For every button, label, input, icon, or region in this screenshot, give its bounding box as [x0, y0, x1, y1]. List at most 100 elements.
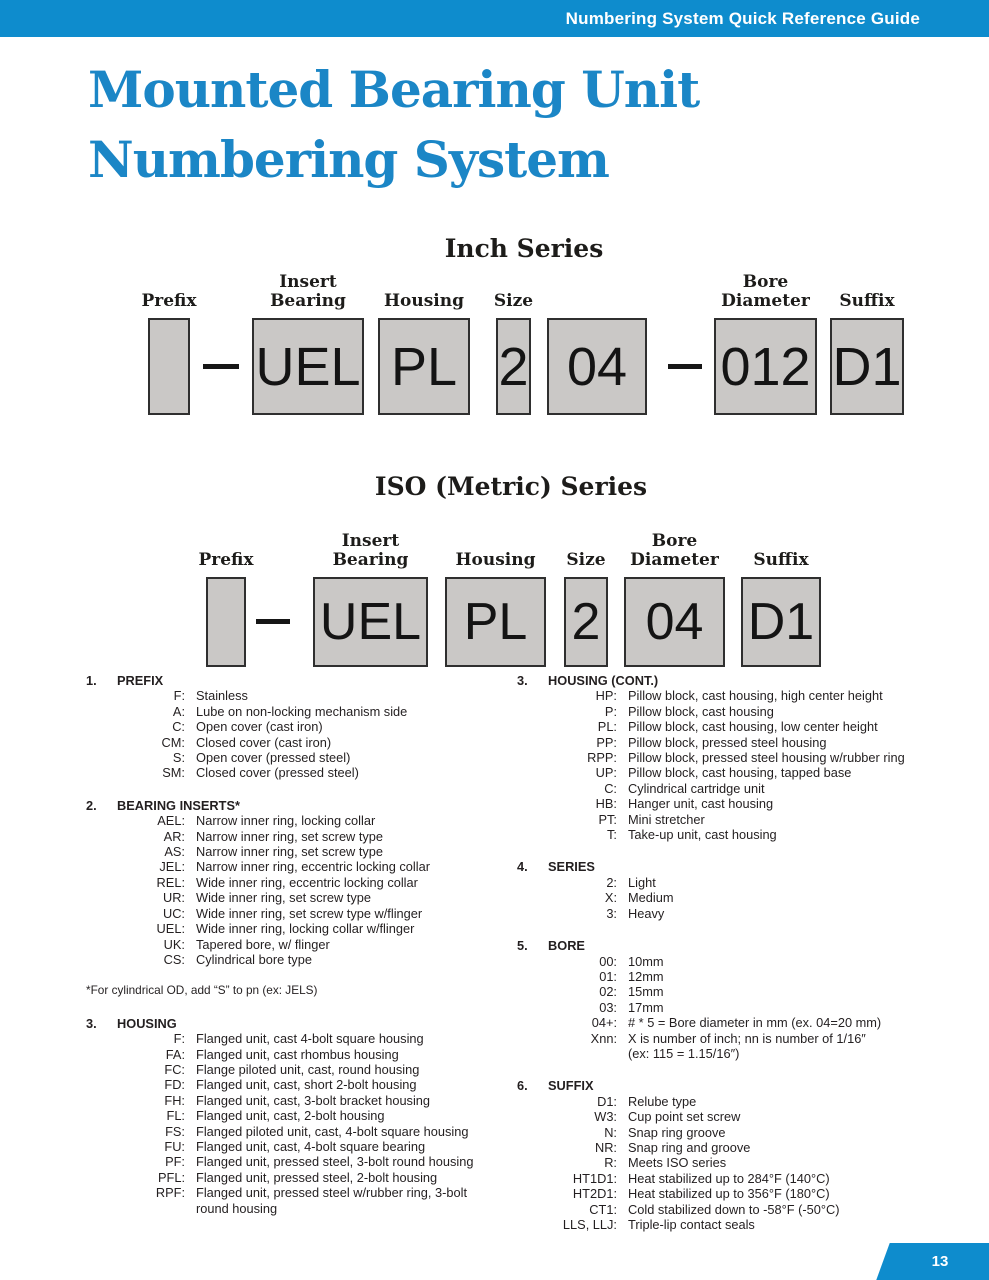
code-box: [206, 577, 246, 667]
list-item: HT1D1:Heat stabilized up to 284°F (140°C…: [517, 1171, 965, 1186]
list-item: LLS, LLJ:Triple-lip contact seals: [517, 1217, 965, 1232]
list-item: PL:Pillow block, cast housing, low cente…: [517, 719, 965, 734]
code-term: FU:: [164, 1138, 185, 1154]
definition-section: 3.HOUSING (CONT.)HP:Pillow block, cast h…: [517, 673, 965, 842]
list-item: 02:15mm: [517, 984, 965, 999]
code-description: Relube type: [628, 1093, 697, 1109]
code-box: PL: [445, 577, 546, 667]
section-heading: 4.SERIES: [517, 859, 965, 874]
code-term: REL:: [156, 874, 185, 890]
code-description: Wide inner ring, set screw type w/flinge…: [196, 905, 423, 921]
code-description: Snap ring groove: [628, 1124, 726, 1140]
code-description: Meets ISO series: [628, 1155, 727, 1171]
code-box: 04: [547, 318, 647, 415]
list-item: D1:Relube type: [517, 1094, 965, 1109]
definitions-column-right: 3.HOUSING (CONT.)HP:Pillow block, cast h…: [517, 673, 965, 1232]
list-item: CM:Closed cover (cast iron): [86, 735, 510, 750]
field-label: Prefix: [141, 291, 197, 311]
code-term: 2:: [606, 874, 617, 890]
code-term: AEL:: [157, 813, 185, 829]
code-term: CT1:: [589, 1201, 617, 1217]
code-term: PT:: [598, 811, 618, 827]
code-term: Xnn:: [590, 1030, 617, 1046]
code-term: T:: [607, 827, 617, 843]
code-term: UK:: [163, 936, 185, 952]
code-term: FH:: [164, 1092, 185, 1108]
code-term: FL:: [166, 1108, 186, 1124]
code-term: LLS, LLJ:: [562, 1217, 617, 1232]
code-term: PFL:: [157, 1169, 185, 1185]
code-description: Flanged unit, cast, 2-bolt housing: [196, 1108, 385, 1124]
list-item: HP:Pillow block, cast housing, high cent…: [517, 688, 965, 703]
code-description: Flanged unit, cast, 3-bolt bracket housi…: [196, 1092, 431, 1108]
list-item: FU:Flanged unit, cast, 4-bolt square bea…: [86, 1139, 510, 1154]
code-term: FA:: [165, 1046, 185, 1062]
code-term: 01:: [599, 968, 617, 984]
dash-separator: [256, 619, 290, 624]
code-term: HP:: [595, 688, 617, 704]
list-item: C:Open cover (cast iron): [86, 719, 510, 734]
section-heading: 1.PREFIX: [86, 673, 510, 688]
code-description: 10mm: [628, 953, 664, 969]
field-label: Housing: [455, 550, 536, 570]
section-number: 4.: [517, 859, 528, 875]
code-term: C:: [172, 719, 185, 735]
page-title-line1: Mounted Bearing Unit: [88, 60, 700, 119]
list-item: 03:17mm: [517, 1000, 965, 1015]
page-number-tab: 13: [876, 1243, 989, 1280]
code-term: JEL:: [159, 859, 185, 875]
list-item: 3:Heavy: [517, 906, 965, 921]
list-item: P: Pillow block, cast housing: [517, 704, 965, 719]
code-description: Flanged unit, cast rhombus housing: [196, 1046, 399, 1062]
field-label: Suffix: [753, 550, 809, 570]
code-term: CM:: [161, 734, 185, 750]
list-item: SM:Closed cover (pressed steel): [86, 765, 510, 780]
code-description: Light: [628, 874, 656, 890]
code-description: Pillow block, pressed steel housing: [628, 734, 827, 750]
code-description: Pillow block, cast housing, low center h…: [628, 719, 878, 735]
code-term: HB:: [595, 796, 617, 812]
list-item: Xnn:X is number of inch; nn is number of…: [517, 1031, 965, 1062]
code-term: CS:: [163, 951, 185, 967]
section-title: BEARING INSERTS*: [117, 797, 241, 813]
code-term: X:: [604, 890, 617, 906]
code-term: UR:: [162, 890, 185, 906]
code-term: HT2D1:: [572, 1186, 617, 1202]
code-description: Lube on non-locking mechanism side: [196, 703, 408, 719]
diagram-cell: Prefix: [198, 551, 254, 667]
code-description: Narrow inner ring, set screw type: [196, 844, 384, 860]
list-item: REL:Wide inner ring, eccentric locking c…: [86, 875, 510, 890]
list-item: HT2D1:Heat stabilized up to 356°F (180°C…: [517, 1186, 965, 1201]
code-description: Tapered bore, w/ flinger: [196, 936, 330, 952]
page-title: Mounted Bearing Unit Numbering System: [88, 55, 700, 195]
code-description: Heat stabilized up to 284°F (140°C): [628, 1170, 830, 1186]
list-item: RPF:Flanged unit, pressed steel w/rubber…: [86, 1185, 510, 1216]
code-box: PL: [378, 318, 470, 415]
list-item: 2: Light: [517, 875, 965, 890]
section-heading: 2.BEARING INSERTS*: [86, 798, 510, 813]
code-box: [148, 318, 190, 415]
field-label: Insert Bearing: [332, 531, 409, 570]
section-title: HOUSING (CONT.): [548, 673, 659, 688]
code-description: Pillow block, cast housing: [628, 703, 774, 719]
section-number: 3.: [86, 1015, 97, 1031]
code-description: Pillow block, cast housing, tapped base: [628, 765, 852, 781]
code-box: 2: [496, 318, 531, 415]
section-heading: 3.HOUSING: [86, 1016, 510, 1031]
list-item: A:Lube on non-locking mechanism side: [86, 704, 510, 719]
code-term: P:: [604, 703, 617, 719]
list-item: CS:Cylindrical bore type: [86, 952, 510, 967]
list-item: UR:Wide inner ring, set screw type: [86, 890, 510, 905]
iso-series-heading: ISO (Metric) Series: [374, 472, 648, 501]
code-description: Stainless: [196, 688, 248, 704]
page-number: 13: [931, 1253, 949, 1270]
code-term: RPF:: [155, 1185, 185, 1201]
list-item: UEL:Wide inner ring, locking collar w/fl…: [86, 921, 510, 936]
code-term: F:: [173, 688, 185, 704]
code-description: Cold stabilized down to -58°F (-50°C): [628, 1201, 840, 1217]
